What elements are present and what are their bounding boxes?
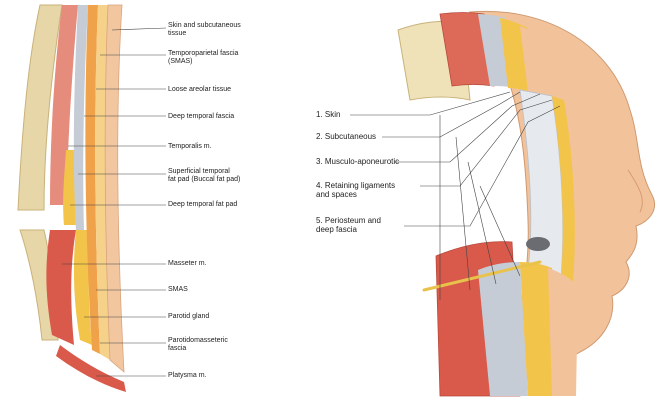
label-smas: SMAS (168, 286, 188, 294)
masseter-muscle (46, 230, 76, 345)
label-deep-temporal-fascia: Deep temporal fascia (168, 113, 234, 121)
bottom-flap-skin (548, 268, 578, 396)
right-face-layers (350, 11, 655, 396)
label-parotidomasseteric-fascia: Parotidomasseteric fascia (168, 337, 228, 353)
label-temporoparietal-fascia: Temporoparietal fascia (SMAS) (168, 50, 238, 66)
label-superficial-temporal-fat-pad: Superficial temporal fat pad (Buccal fat… (168, 168, 240, 184)
label-layer-1-skin: 1. Skin (316, 110, 340, 119)
label-layer-3-musculo-aponeurotic: 3. Musculo-aponeurotic (316, 157, 399, 166)
label-temporalis-muscle: Temporalis m. (168, 143, 212, 151)
label-skin-subcutaneous: Skin and subcutaneous tissue (168, 22, 241, 38)
label-deep-temporal-fat-pad: Deep temporal fat pad (168, 201, 237, 209)
label-parotid-gland: Parotid gland (168, 313, 209, 321)
label-layer-4-retaining-ligaments: 4. Retaining ligaments and spaces (316, 181, 395, 199)
label-platysma-muscle: Platysma m. (168, 372, 207, 380)
label-masseter-muscle: Masseter m. (168, 260, 207, 268)
label-layer-5-periosteum: 5. Periosteum and deep fascia (316, 216, 381, 234)
label-layer-2-subcutaneous: 2. Subcutaneous (316, 132, 376, 141)
retaining-ligament-space (526, 237, 550, 251)
left-cross-section (18, 5, 166, 392)
label-loose-areolar-tissue: Loose areolar tissue (168, 86, 231, 94)
